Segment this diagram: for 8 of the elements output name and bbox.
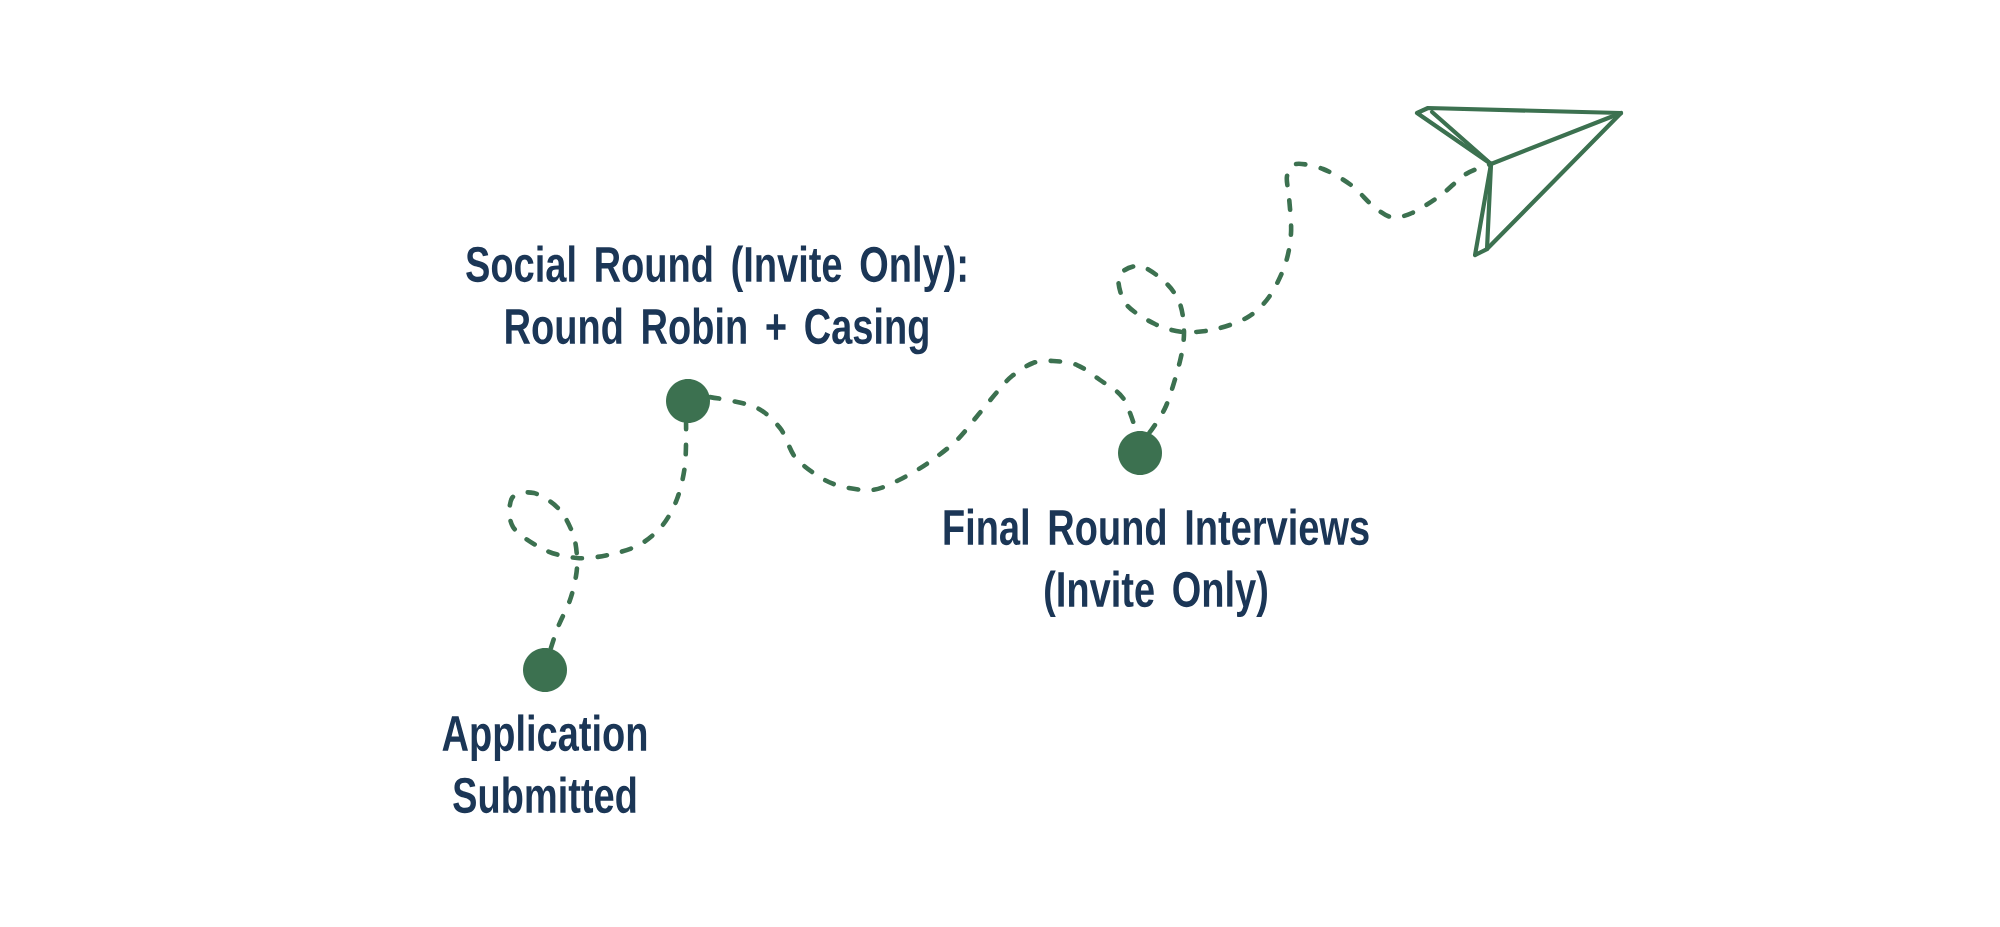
milestone-dot [523,648,567,692]
paper-plane [1414,105,1624,258]
milestone-label: Application Submitted [442,714,647,814]
milestone-dot [1118,431,1162,475]
milestone-label: Social Round (Invite Only): Round Robin + Casing [466,245,966,355]
milestone-label: Final Round Interviews (Invite Only) [944,508,1369,617]
dashed-path [507,421,689,651]
milestone-dot [666,379,710,423]
